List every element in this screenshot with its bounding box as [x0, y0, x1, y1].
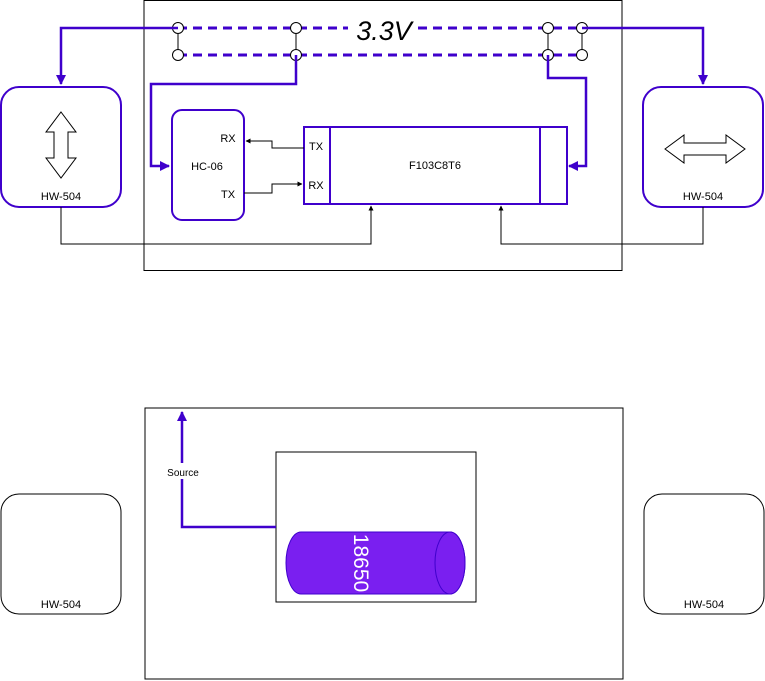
source-label: Source — [167, 468, 199, 479]
power-wire-right-module — [582, 26, 708, 85]
mcu-label: F103C8T6 — [409, 160, 461, 172]
bottom-left-module-label: HW-504 — [41, 599, 81, 611]
rail-voltage-label: 3.3V — [356, 16, 415, 46]
power-wire-hc06 — [149, 55, 298, 171]
uart-tx-to-rx-wire — [245, 138, 304, 149]
bottom-enclosure — [144, 407, 624, 680]
mcu-module: F103C8T6 TX RX — [303, 126, 568, 205]
bottom-right-module: HW-504 — [643, 493, 765, 615]
mcu-rx-label: RX — [308, 180, 324, 192]
bottom-right-module-label: HW-504 — [684, 599, 724, 611]
hc06-module: HC-06 RX TX — [171, 109, 245, 221]
power-wire-mcu — [546, 55, 588, 171]
battery-label: 18650 — [349, 534, 372, 592]
left-joystick-module: HW-504 — [0, 86, 122, 208]
right-module-label: HW-504 — [683, 191, 723, 203]
source-wire — [177, 411, 276, 529]
top-enclosure — [143, 0, 623, 271]
mcu-tx-label: TX — [309, 141, 324, 153]
signal-wire-left-module — [60, 205, 374, 245]
power-wire-left-module — [56, 26, 178, 85]
left-module-label: HW-504 — [41, 191, 81, 203]
horizontal-double-arrow-icon — [664, 134, 746, 164]
hc06-label: HC-06 — [191, 161, 223, 173]
bottom-left-module: HW-504 — [0, 493, 122, 615]
hc06-tx-label: TX — [221, 189, 236, 201]
signal-wire-right-module — [498, 205, 704, 245]
battery-18650: 18650 — [285, 531, 466, 595]
vertical-double-arrow-icon — [45, 111, 77, 179]
right-joystick-module: HW-504 — [642, 86, 764, 208]
uart-tx-to-rx-wire-2 — [244, 181, 303, 194]
hc06-rx-label: RX — [220, 133, 236, 145]
